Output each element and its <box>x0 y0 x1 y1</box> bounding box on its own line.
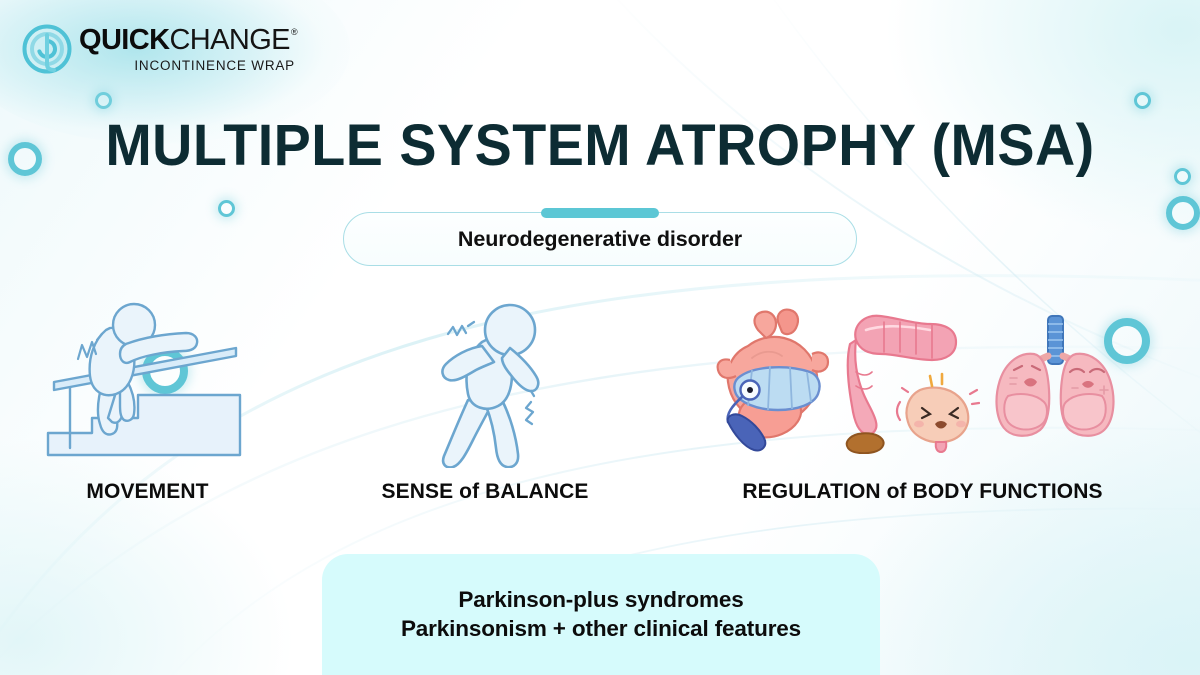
decorative-ring <box>218 200 235 217</box>
decorative-ring <box>1104 318 1150 364</box>
banner-line-1: Parkinson-plus syndromes <box>458 587 744 612</box>
person-losing-balance-icon <box>410 300 585 473</box>
subtitle-accent-bar <box>541 208 659 218</box>
subtitle-pill: Neurodegenerative disorder <box>343 208 857 266</box>
decorative-ring <box>95 92 112 109</box>
lungs-icon <box>986 310 1126 455</box>
person-climbing-stairs-with-handrail-icon <box>40 300 265 470</box>
column-label-balance: SENSE of BALANCE <box>381 480 589 503</box>
quickchange-spiral-logo-icon <box>22 24 72 74</box>
decorative-ring <box>1174 168 1191 185</box>
column-label-movement: MOVEMENT <box>86 480 209 503</box>
bottom-banner: Parkinson-plus syndromes Parkinsonism + … <box>322 554 880 675</box>
subtitle-text: Neurodegenerative disorder <box>457 226 743 251</box>
logo-tagline: INCONTINENCE WRAP <box>134 57 295 73</box>
decorative-ring <box>1166 196 1200 230</box>
intestine-and-bladder-icon <box>842 302 981 459</box>
decorative-ring <box>1134 92 1151 109</box>
decorative-ring <box>8 142 42 176</box>
banner-line-2: Parkinsonism + other clinical features <box>400 616 802 641</box>
page-title: MULTIPLE SYSTEM ATROPHY (MSA) <box>105 113 1095 178</box>
column-label-regulation: REGULATION of BODY FUNCTIONS <box>742 480 1103 503</box>
registered-trademark-icon: ® <box>290 26 298 37</box>
logo-word-change: CHANGE <box>169 23 290 56</box>
heart-with-blood-pressure-cuff-icon <box>712 302 836 459</box>
logo-word-quick: QUICK <box>79 23 170 56</box>
